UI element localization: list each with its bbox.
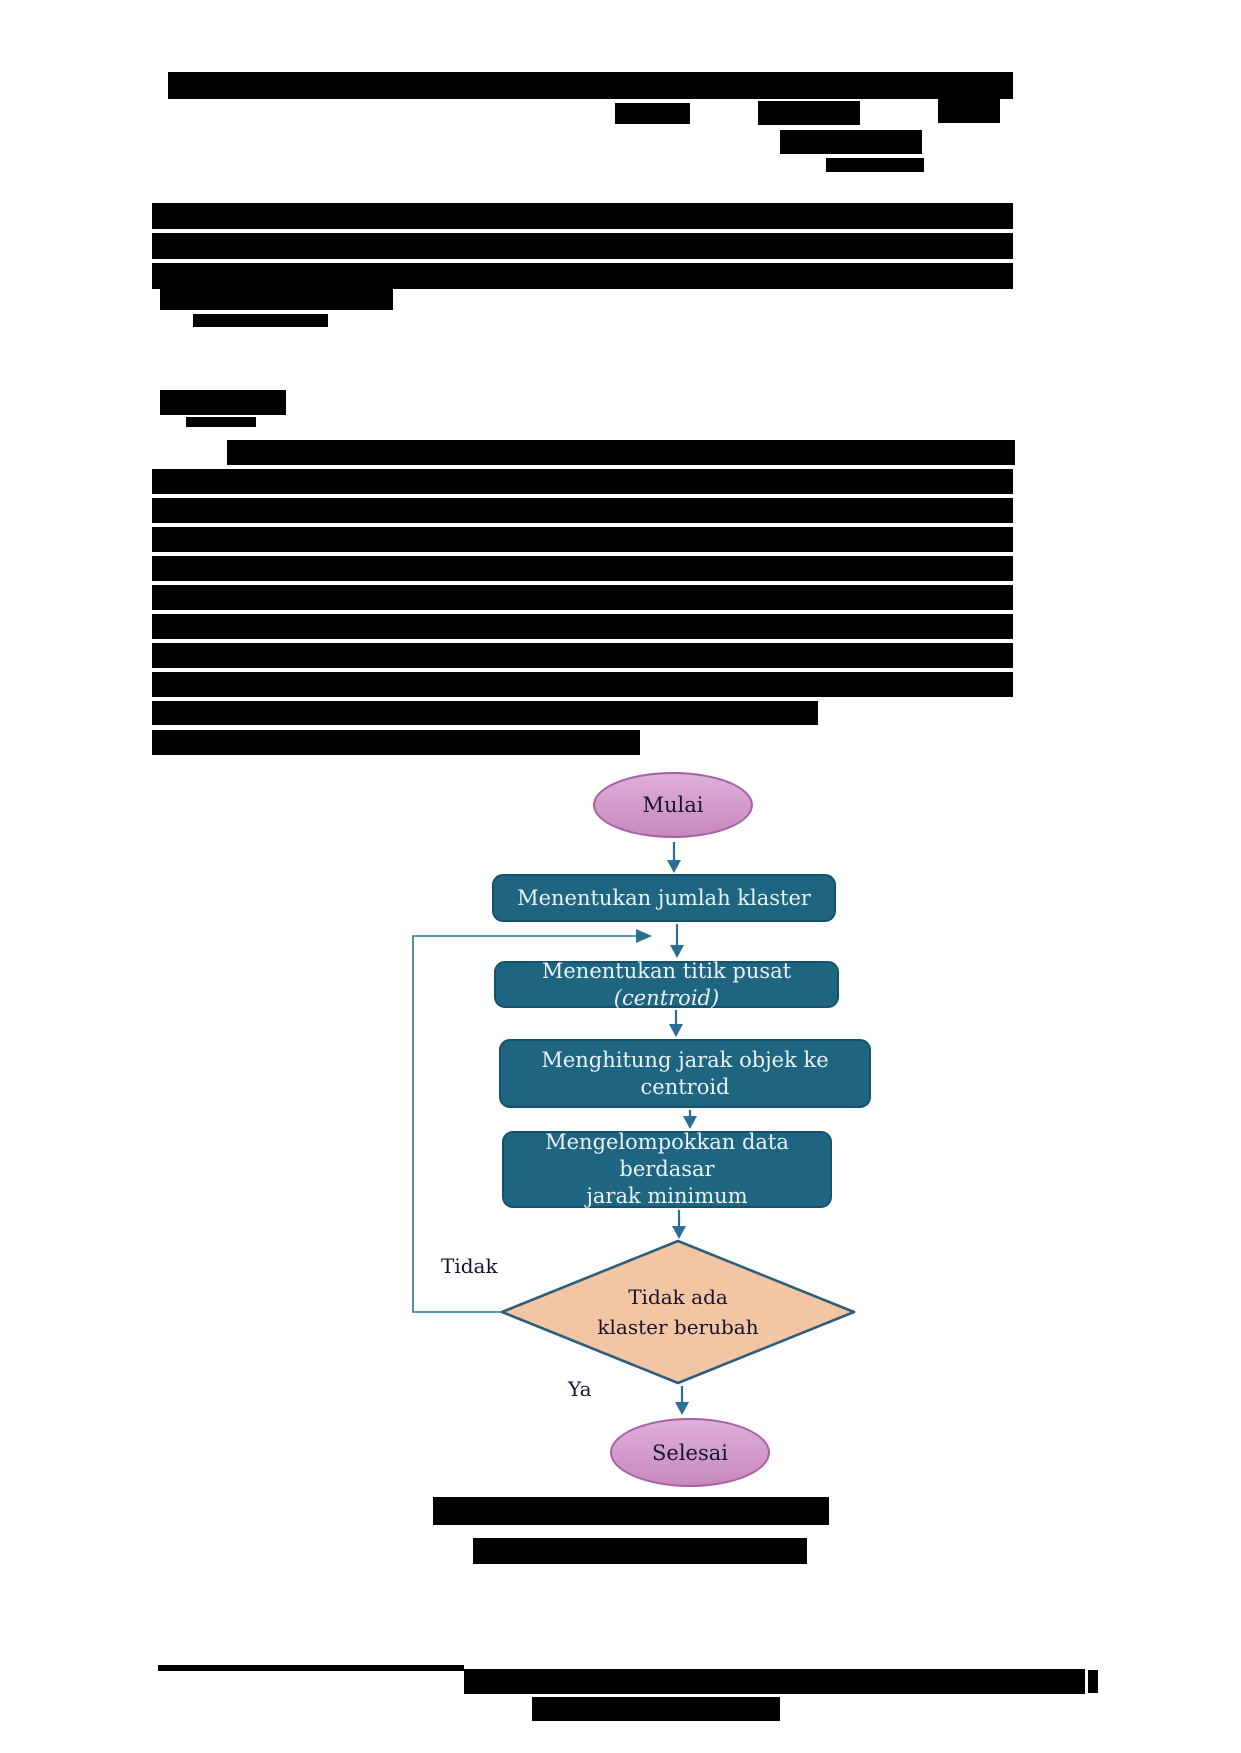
redacted-section-heading-bar <box>186 417 256 427</box>
flowchart-step-compute-distance: Menghitung jarak objek ke centroid <box>499 1039 871 1108</box>
redacted-paragraph-top-bar <box>168 72 1013 99</box>
decision-line1: Tidak ada <box>628 1285 728 1309</box>
end-node-label: Selesai <box>652 1440 728 1465</box>
redacted-paragraph-three-bar <box>152 672 1013 697</box>
redacted-paragraph-three-bar <box>152 730 640 755</box>
step-label-line1: Mengelompokkan data berdasar <box>545 1130 789 1182</box>
start-node-label: Mulai <box>642 793 704 817</box>
edge-label-no: Tidak <box>441 1254 498 1278</box>
step-label: Menghitung jarak objek ke centroid <box>541 1047 829 1099</box>
redacted-paragraph-three-bar <box>152 585 1013 610</box>
step-label: Menentukan titik pusat (centroid) <box>541 958 792 1010</box>
redacted-figure-caption-bar <box>473 1538 807 1564</box>
redacted-footer-bar <box>1088 1670 1098 1693</box>
flowchart-step-determine-cluster-count: Menentukan jumlah klaster <box>492 874 836 922</box>
redacted-paragraph-three-bar <box>152 469 1013 494</box>
redacted-figure-caption-bar <box>433 1497 829 1525</box>
redacted-paragraph-three-bar <box>152 614 1013 639</box>
redacted-footer-bar <box>464 1669 1085 1694</box>
redacted-footer-bar <box>532 1697 780 1721</box>
redacted-paragraph-three-bar <box>152 643 1013 668</box>
redacted-paragraph-two-bar <box>193 314 328 327</box>
redacted-paragraph-three-bar <box>227 440 1015 465</box>
step-label-line2: jarak minimum <box>586 1183 748 1208</box>
step-label: Menentukan jumlah klaster <box>517 885 811 910</box>
flowchart-step-determine-centroid: Menentukan titik pusat (centroid) <box>494 959 839 1010</box>
flowchart-step-group-data: Mengelompokkan data berdasar jarak minim… <box>502 1130 832 1208</box>
step-label-italic: (centroid) <box>613 985 720 1010</box>
redacted-paragraph-top-bar <box>615 103 690 124</box>
redacted-footer-bar <box>158 1665 464 1671</box>
redacted-paragraph-top-bar <box>758 101 860 125</box>
redacted-paragraph-three-bar <box>152 527 1013 552</box>
redacted-paragraph-two-bar <box>152 233 1013 259</box>
redacted-section-heading-bar <box>160 390 286 415</box>
redacted-paragraph-three-bar <box>152 498 1013 523</box>
redacted-paragraph-top-bar <box>780 130 922 154</box>
decision-line2: klaster berubah <box>597 1315 759 1339</box>
redacted-paragraph-top-bar <box>938 99 1000 123</box>
redacted-paragraph-three-bar <box>152 701 818 725</box>
redacted-paragraph-two-bar <box>152 263 1013 289</box>
redacted-paragraph-two-bar <box>152 203 1013 229</box>
flowchart-end-node: Selesai <box>610 1418 770 1487</box>
redacted-paragraph-three-bar <box>152 556 1013 581</box>
edge-label-yes: Ya <box>568 1377 592 1401</box>
flowchart-start-node: Mulai <box>593 772 753 838</box>
redacted-paragraph-two-bar <box>160 288 393 310</box>
decision-node-text: Tidak ada klaster berubah <box>553 1268 803 1356</box>
redacted-paragraph-top-bar <box>826 158 924 172</box>
